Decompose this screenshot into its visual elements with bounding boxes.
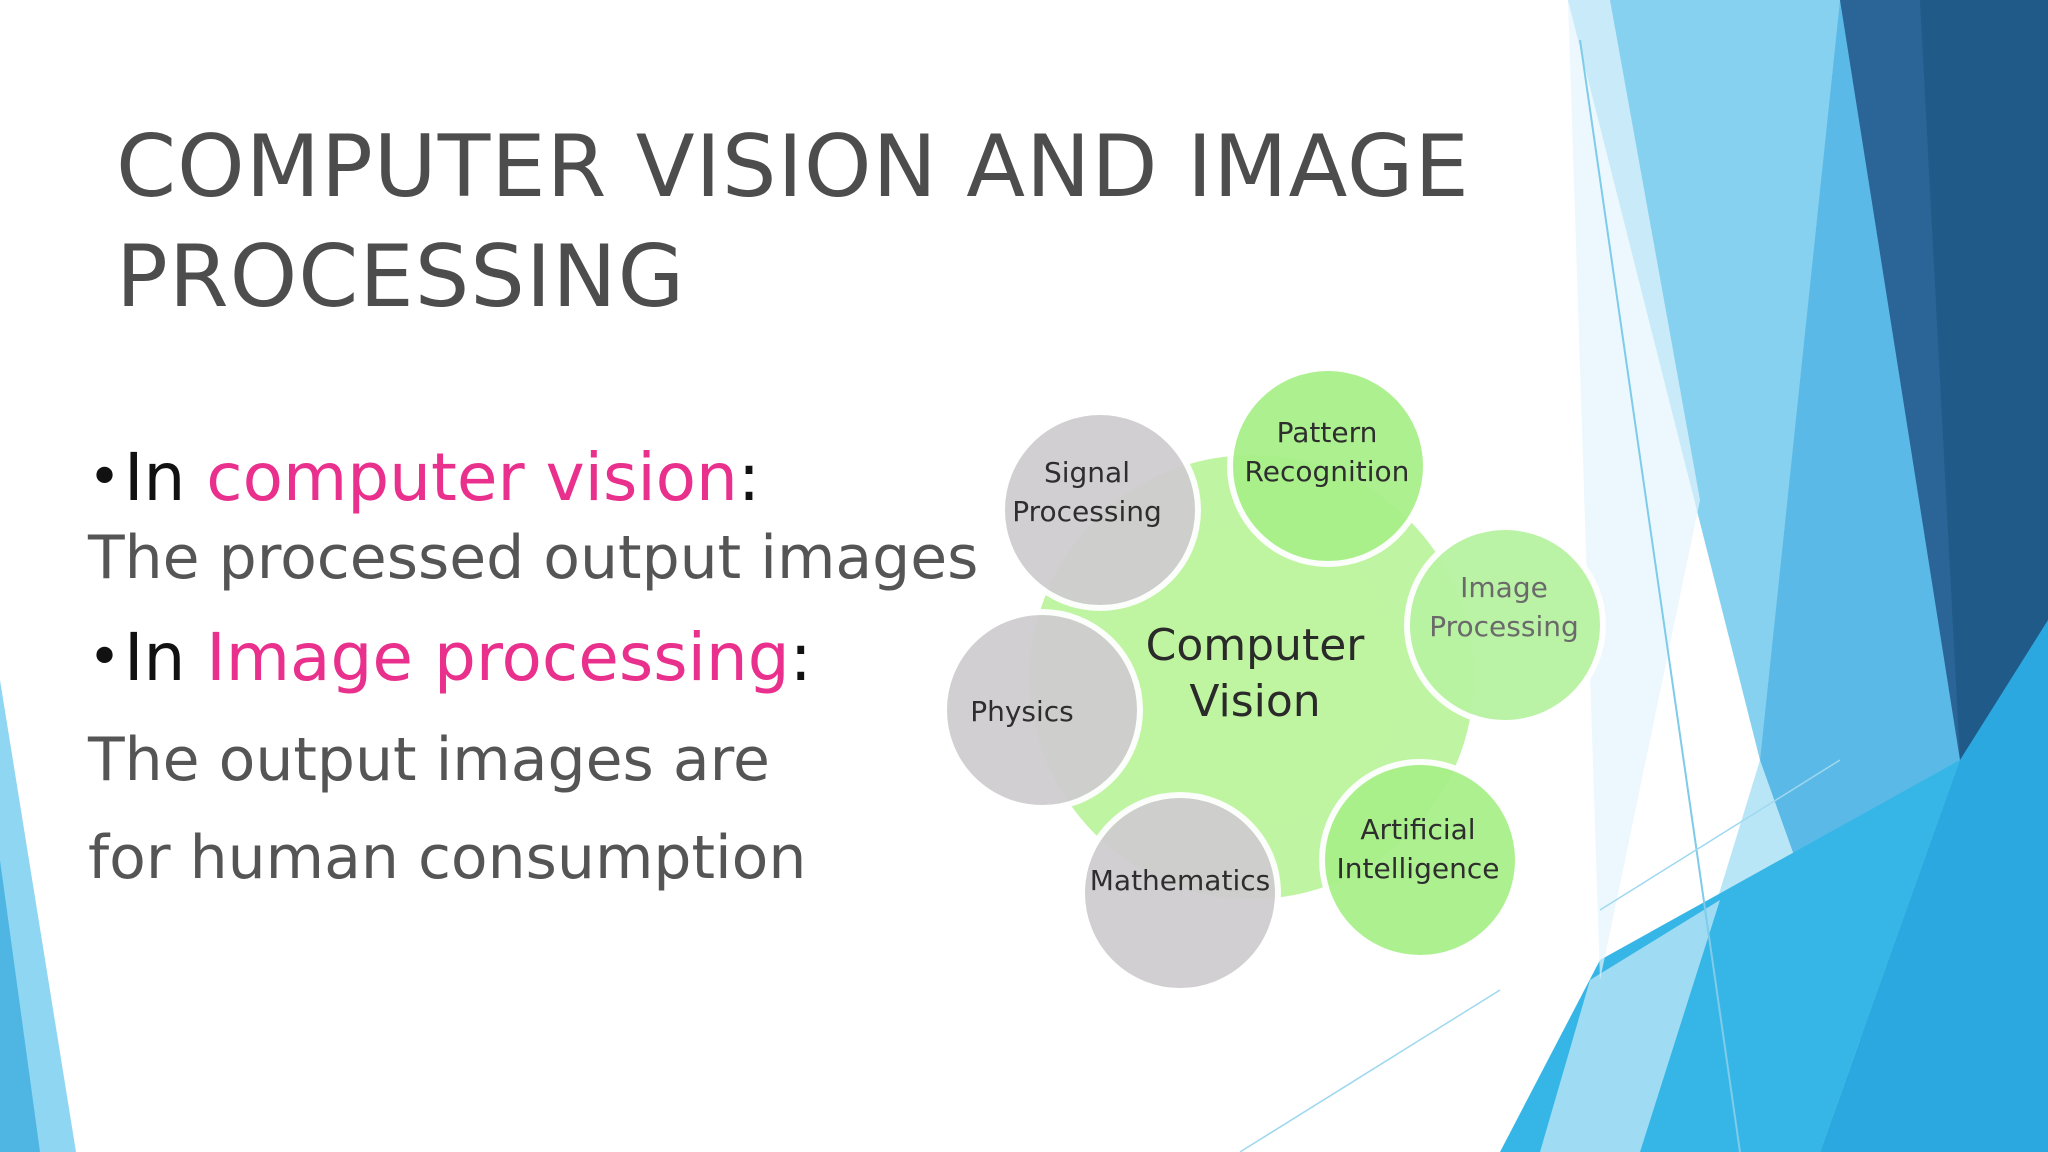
center-label-line-2: Vision xyxy=(1189,676,1320,727)
text-processed-output: The processed output images xyxy=(88,523,979,593)
bullet-suffix: : xyxy=(737,439,761,516)
center-glow xyxy=(1102,527,1402,827)
facet-light-3 xyxy=(1540,900,1720,1152)
bullet-prefix: In xyxy=(124,439,207,516)
facet-dark-2 xyxy=(1920,0,2048,760)
pattern-label-line-1: Pattern xyxy=(1277,416,1378,449)
left-wedge-dark xyxy=(0,860,40,1152)
bullet-dot: • xyxy=(88,445,122,510)
node-pattern-recognition xyxy=(1227,365,1429,567)
title-line-2: PROCESSING xyxy=(116,227,686,327)
pattern-label-line-2: Recognition xyxy=(1245,455,1410,488)
ai-label-line-1: Artificial xyxy=(1360,813,1475,846)
center-label-line-1: Computer xyxy=(1146,620,1366,671)
highlight-computer-vision: computer vision xyxy=(206,439,738,516)
bullet-prefix: In xyxy=(124,619,207,696)
node-image-processing xyxy=(1404,524,1606,726)
bullet-computer-vision: •In computer vision: xyxy=(88,438,760,518)
image-label-line-2: Processing xyxy=(1429,610,1579,643)
node-physics xyxy=(941,609,1143,811)
highlight-image-processing: Image processing xyxy=(206,619,790,696)
signal-label-line-1: Signal xyxy=(1044,456,1130,489)
math-label: Mathematics xyxy=(1090,864,1270,897)
title-line-1: COMPUTER VISION AND IMAGE xyxy=(116,117,1470,217)
bullet-dot: • xyxy=(88,625,122,690)
text-human-consumption: for human consumption xyxy=(88,823,807,893)
signal-label-line-2: Processing xyxy=(1012,495,1162,528)
thin-line-3 xyxy=(1599,759,1841,911)
ai-label-line-2: Intelligence xyxy=(1337,852,1500,885)
node-artificial-intelligence xyxy=(1319,759,1521,961)
bullet-suffix: : xyxy=(789,619,812,696)
text-output-images-are: The output images are xyxy=(88,725,770,795)
computer-vision-diagram: Computer Vision Signal Processing Patter… xyxy=(941,365,1606,990)
node-mathematics xyxy=(1079,792,1281,990)
thin-line-2 xyxy=(1239,989,1501,1152)
physics-label: Physics xyxy=(970,695,1074,728)
facet-white-wedge xyxy=(1568,0,1700,980)
facet-mid-2 xyxy=(1820,620,2048,1152)
slide-title: COMPUTER VISION AND IMAGE PROCESSING xyxy=(116,112,1516,332)
node-signal-processing xyxy=(999,409,1201,611)
bullet-image-processing: •In Image processing: xyxy=(88,618,812,698)
thin-line-1 xyxy=(1579,39,1741,1152)
image-label-line-1: Image xyxy=(1460,571,1548,604)
